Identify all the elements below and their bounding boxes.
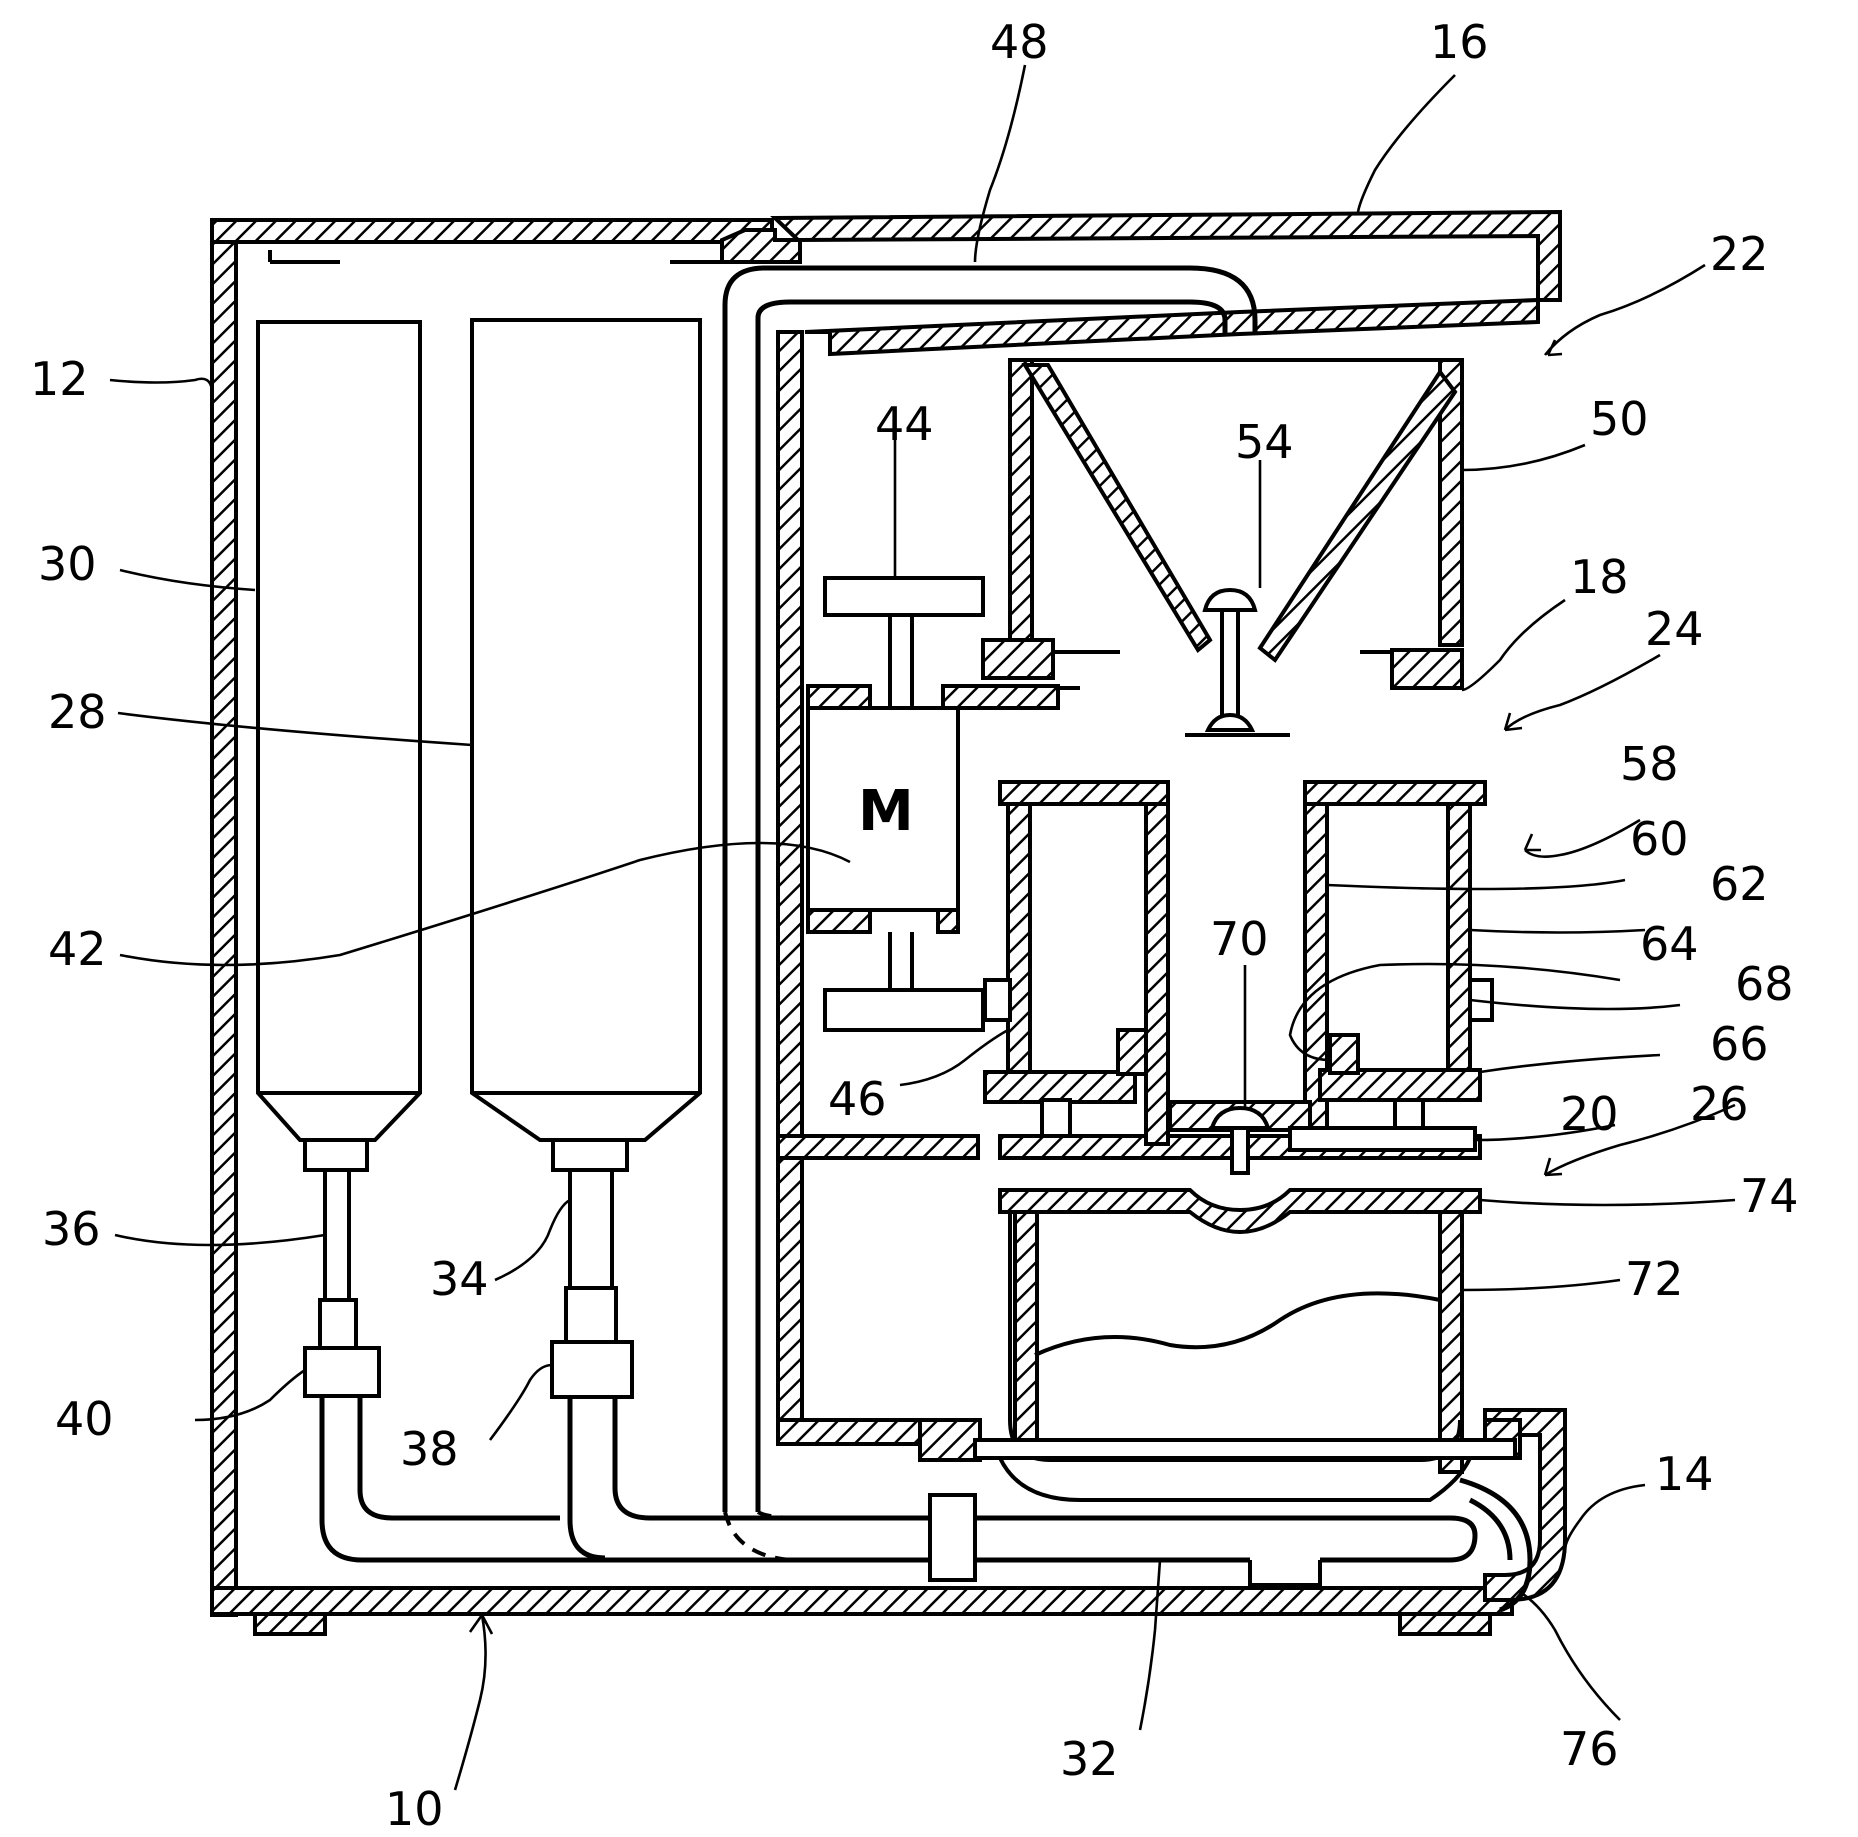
label-54: 54 bbox=[1235, 415, 1294, 469]
label-40: 40 bbox=[55, 1392, 114, 1446]
tank-72 bbox=[975, 1190, 1515, 1500]
label-50: 50 bbox=[1590, 392, 1649, 446]
label-74: 74 bbox=[1740, 1169, 1799, 1223]
label-42: 42 bbox=[48, 922, 107, 976]
label-62: 62 bbox=[1710, 857, 1769, 911]
hopper-50 bbox=[983, 360, 1462, 735]
label-60: 60 bbox=[1630, 812, 1689, 866]
label-70: 70 bbox=[1210, 912, 1269, 966]
label-32: 32 bbox=[1060, 1732, 1119, 1786]
motor-label: M bbox=[858, 779, 914, 844]
label-24: 24 bbox=[1645, 602, 1704, 656]
label-30: 30 bbox=[38, 537, 97, 591]
label-76: 76 bbox=[1560, 1722, 1619, 1776]
label-20: 20 bbox=[1560, 1087, 1619, 1141]
tank-28 bbox=[472, 320, 700, 1397]
label-68: 68 bbox=[1735, 957, 1794, 1011]
container-58 bbox=[985, 782, 1492, 1173]
label-18: 18 bbox=[1570, 550, 1629, 604]
label-12: 12 bbox=[30, 352, 89, 406]
label-10: 10 bbox=[385, 1782, 444, 1836]
label-22: 22 bbox=[1710, 227, 1769, 281]
label-48: 48 bbox=[990, 15, 1049, 69]
label-72: 72 bbox=[1625, 1252, 1684, 1306]
label-28: 28 bbox=[48, 685, 107, 739]
label-64: 64 bbox=[1640, 917, 1699, 971]
label-44: 44 bbox=[875, 397, 934, 451]
label-26: 26 bbox=[1690, 1077, 1749, 1131]
tank-30 bbox=[258, 322, 420, 1396]
label-38: 38 bbox=[400, 1422, 459, 1476]
label-16: 16 bbox=[1430, 15, 1489, 69]
top-cover-16 bbox=[722, 212, 1560, 354]
label-58: 58 bbox=[1620, 737, 1679, 791]
label-34: 34 bbox=[430, 1252, 489, 1306]
label-36: 36 bbox=[42, 1202, 101, 1256]
label-66: 66 bbox=[1710, 1017, 1769, 1071]
label-46: 46 bbox=[828, 1072, 887, 1126]
label-14: 14 bbox=[1655, 1447, 1714, 1501]
